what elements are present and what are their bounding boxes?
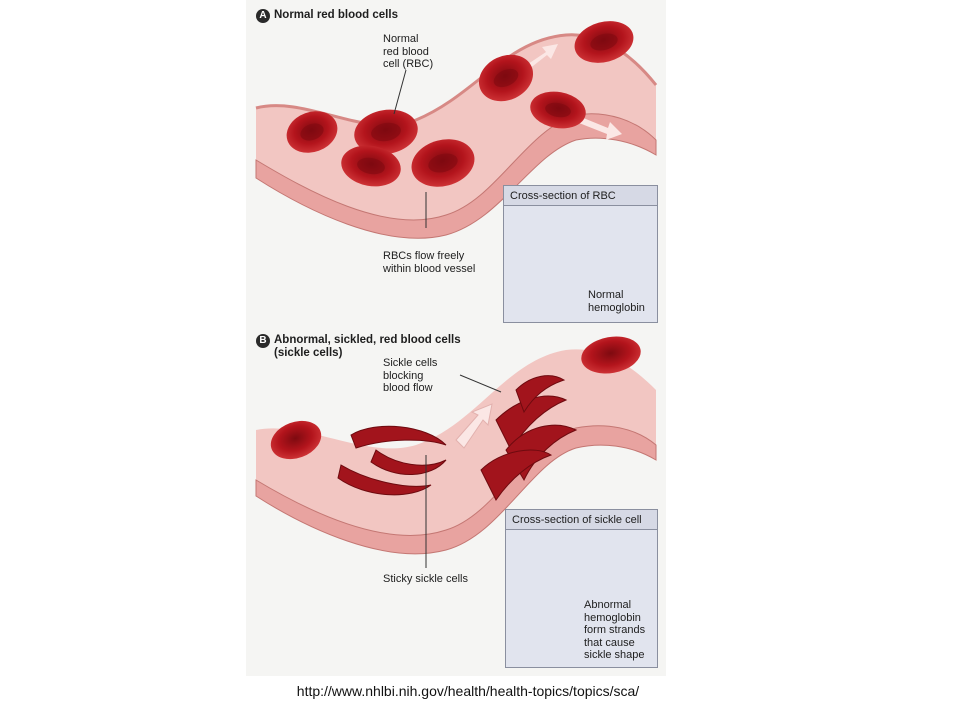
flow-arrow [574,115,622,140]
normal-rbc-vessel-illustration [255,21,658,298]
panel-a-title: Normal red blood cells [274,9,398,21]
sickle-cell [515,375,566,414]
sickle-cell [480,449,553,501]
sickle-cell [337,464,432,496]
red-blood-cell [270,420,322,460]
red-blood-cell [411,139,475,187]
rbc-cross-section-inset: Cross-section of RBC [503,185,658,323]
rbc-flow-label: RBCs flow freely within blood vessel [383,250,476,275]
red-blood-cell [341,145,401,187]
sticky-sickle-label: Sticky sickle cells [383,573,468,585]
sickle-cross-section-inset: Cross-section of sickle cell [505,509,658,668]
sickle-cross-section-title: Cross-section of sickle cell [506,510,657,530]
sickle-cell [350,425,447,449]
rbc-cross-section-title: Cross-section of RBC [504,186,657,206]
red-blood-cell [354,109,418,155]
red-blood-cell [530,91,586,129]
red-blood-cell [286,111,338,153]
sickle-cell [495,395,568,452]
panel-b-badge: B [256,334,270,348]
panel-a-badge: A [256,9,270,23]
blocked-flow-arrow [455,403,493,449]
red-blood-cell [574,21,634,63]
sickle-blocking-label: Sickle cells blocking blood flow [383,357,438,394]
abnormal-hemoglobin-label: Abnormal hemoglobin form strands that ca… [584,599,646,661]
panel-b-title: Abnormal, sickled, red blood cells (sick… [274,334,461,359]
blood-vessel-b [256,349,656,536]
normal-hemoglobin-label: Normal hemoglobin [588,289,645,314]
illustration-panel: A Normal red blood cells Normal red bloo… [246,0,666,676]
red-blood-cell [581,336,641,374]
source-url: http://www.nhlbi.nih.gov/health/health-t… [296,683,640,699]
sickle-cell [370,449,447,475]
normal-rbc-label: Normal red blood cell (RBC) [383,33,434,70]
red-blood-cell [478,54,534,102]
